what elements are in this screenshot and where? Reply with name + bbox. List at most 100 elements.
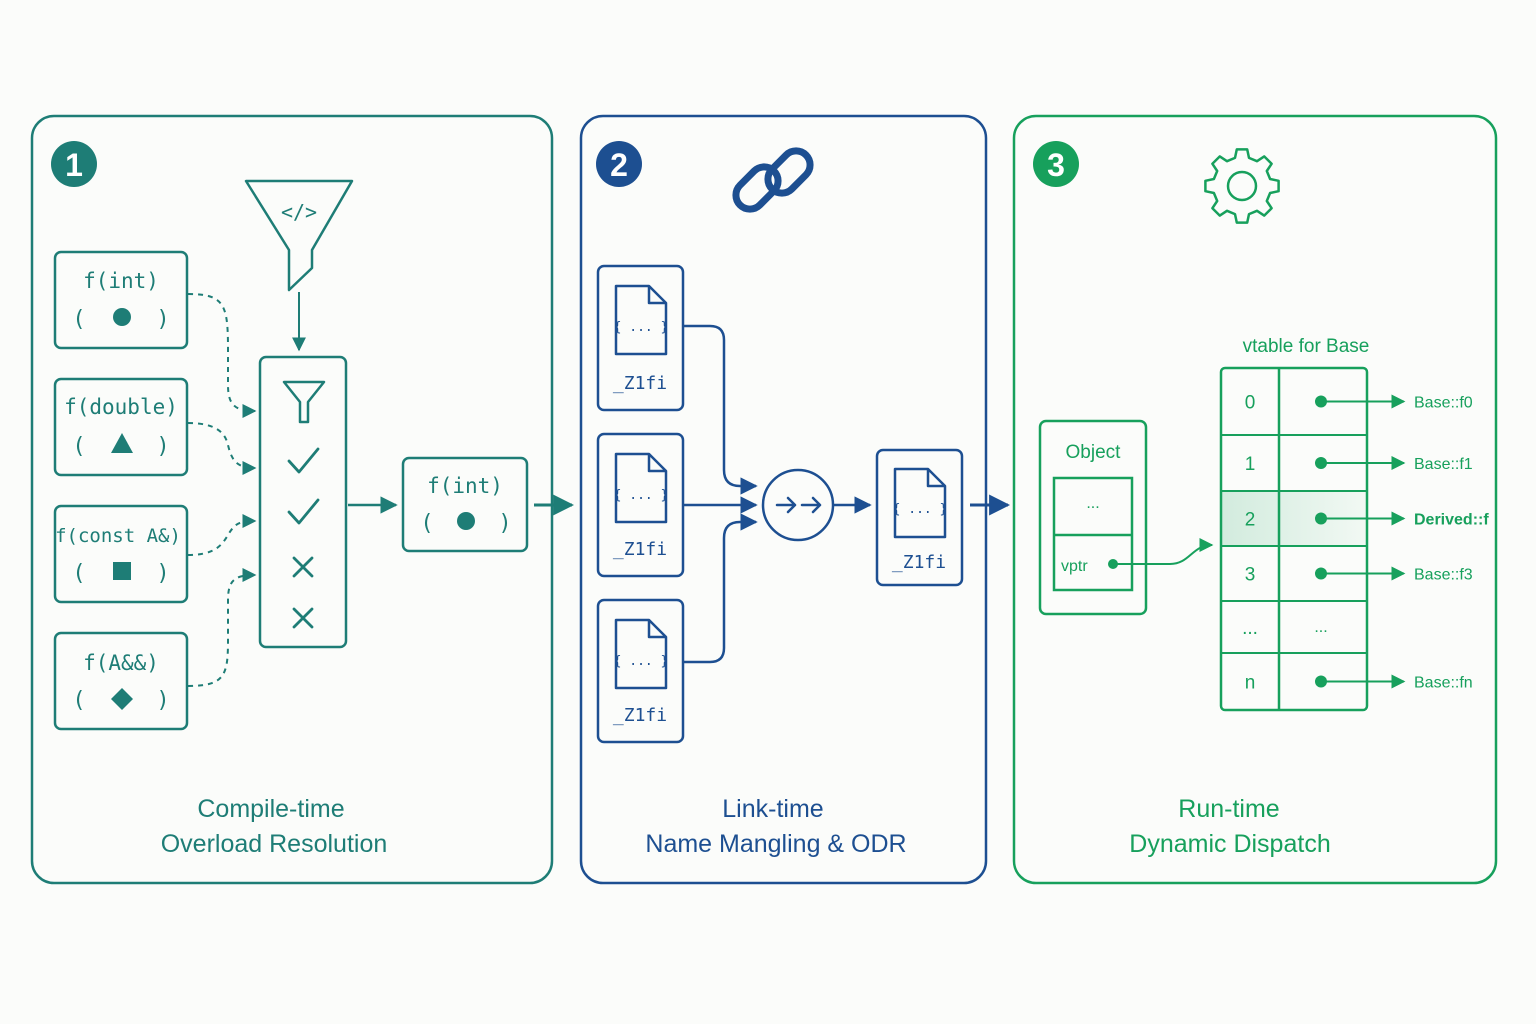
step-number-3: 3	[1047, 147, 1065, 183]
vtable-target: Base::fn	[1414, 675, 1473, 692]
vtable-row-3: 3 Base::f3	[1245, 565, 1473, 586]
candidate-box-0: f(int) ( )	[53, 250, 189, 350]
step-badge-3	[1033, 141, 1079, 187]
object-box: Object ... vptr	[1038, 419, 1214, 616]
object-file-box-2: { ... } _Z1fi	[596, 598, 685, 744]
chain-link-icon	[732, 147, 814, 213]
circle-shape-icon	[113, 308, 131, 326]
mangled-symbol: _Z1fi	[613, 373, 667, 394]
candidate-box-1: f(double) ( )	[53, 377, 189, 477]
vtable-row-1: 1 Base::f1	[1245, 454, 1473, 475]
paren-open: (	[72, 434, 85, 459]
vtable-target: Base::f0	[1414, 395, 1473, 412]
candidate-connector	[187, 293, 257, 418]
candidate-signature: f(A&&)	[83, 651, 159, 675]
vtable-title: vtable for Base	[1243, 336, 1370, 357]
panel-compile-time: 1 </> f(int) ( ) f(double) ( ) f(const A…	[30, 114, 554, 885]
vtable-border	[1219, 366, 1369, 712]
selected-signature: f(int)	[427, 474, 503, 498]
panel-title-line2: Name Mangling & ODR	[645, 830, 906, 858]
file-code: { ... }	[614, 654, 669, 669]
step-number-1: 1	[65, 147, 83, 183]
step-number-2: 2	[610, 147, 628, 183]
check-icon	[287, 498, 320, 525]
document-icon	[614, 452, 668, 524]
mangled-symbol: _Z1fi	[613, 539, 667, 560]
candidate-signature: f(int)	[83, 269, 159, 293]
panel-title-line1: Link-time	[722, 795, 823, 823]
mangled-symbol: _Z1fi	[613, 705, 667, 726]
square-shape-icon	[113, 562, 131, 580]
mangled-symbol: _Z1fi	[892, 552, 946, 573]
candidate-connector	[187, 568, 257, 687]
step-badge-1	[51, 141, 97, 187]
document-icon	[614, 618, 668, 690]
candidate-connector	[187, 422, 257, 475]
object-file-box-1: { ... } _Z1fi	[596, 432, 685, 578]
vtable-index: n	[1245, 673, 1256, 694]
circle-shape-icon	[457, 512, 475, 530]
vtable-target: Base::f3	[1414, 567, 1473, 584]
overload-filter	[258, 355, 348, 649]
candidate-signature: f(double)	[64, 395, 178, 419]
vtable-target: Derived::f	[1414, 512, 1489, 529]
cross-icon	[292, 607, 314, 629]
selected-overload-box: f(int) ( )	[401, 456, 529, 553]
paren-open: (	[420, 511, 433, 536]
vtable-row-4: ......	[1242, 618, 1328, 639]
cross-icon	[292, 556, 314, 578]
link-connector	[684, 324, 758, 495]
check-icon	[287, 447, 320, 474]
object-title: Object	[1066, 442, 1122, 463]
paren-close: )	[156, 307, 169, 332]
paren-open: (	[72, 307, 85, 332]
vtable-ellipsis: ...	[1314, 619, 1327, 636]
step-badge-2	[596, 141, 642, 187]
merge-arrows-icon	[775, 496, 822, 514]
triangle-shape-icon	[111, 433, 133, 453]
file-code: { ... }	[893, 502, 948, 517]
paren-open: (	[72, 688, 85, 713]
code-symbol: </>	[281, 200, 317, 224]
document-icon	[614, 284, 668, 356]
candidate-box-3: f(A&&) ( )	[53, 631, 189, 731]
paren-close: )	[156, 434, 169, 459]
object-file-box-0: { ... } _Z1fi	[596, 264, 685, 412]
candidate-box-2: f(const A&) ( )	[53, 504, 189, 604]
panel-title-line1: Run-time	[1178, 795, 1279, 823]
vptr-connector	[1113, 538, 1214, 565]
code-funnel-icon: </>	[244, 179, 354, 292]
paren-close: )	[156, 688, 169, 713]
linked-output-box: { ... } _Z1fi	[875, 448, 964, 587]
candidate-connector	[187, 514, 257, 556]
vtable-target: Base::f1	[1414, 456, 1473, 473]
panel-link-time: 2 { ... } _Z1fi { ... } _Z1fi { ... } _Z…	[579, 114, 988, 885]
filter-icon	[282, 380, 326, 424]
paren-close: )	[498, 511, 511, 536]
vtable-row-0: 0 Base::f0	[1245, 393, 1473, 414]
paren-close: )	[156, 561, 169, 586]
panel-title-line2: Dynamic Dispatch	[1129, 830, 1330, 858]
vptr-label: vptr	[1061, 558, 1088, 575]
vtable-index: 1	[1245, 454, 1256, 475]
file-code: { ... }	[614, 320, 669, 335]
document-icon	[893, 467, 947, 539]
paren-open: (	[72, 561, 85, 586]
vtable: 0 Base::f01 Base::f12 Derived::f3 Base::f3..…	[1219, 366, 1489, 712]
vtable-index: 3	[1245, 565, 1256, 586]
diamond-shape-icon	[111, 688, 133, 710]
vtable-row-2: 2 Derived::f	[1221, 491, 1489, 546]
vtable-row-5: n Base::fn	[1245, 673, 1473, 694]
object-field: ...	[1086, 495, 1099, 512]
link-connector	[684, 513, 758, 664]
panel-title-line1: Compile-time	[197, 795, 344, 823]
candidate-signature: f(const A&)	[55, 525, 181, 547]
vtable-index: 2	[1245, 510, 1256, 531]
vtable-index: 0	[1245, 393, 1256, 414]
panel-title-line2: Overload Resolution	[161, 830, 388, 858]
vtable-index: ...	[1242, 618, 1258, 639]
file-code: { ... }	[614, 488, 669, 503]
linker-node	[761, 468, 835, 542]
gear-icon	[1204, 148, 1280, 224]
